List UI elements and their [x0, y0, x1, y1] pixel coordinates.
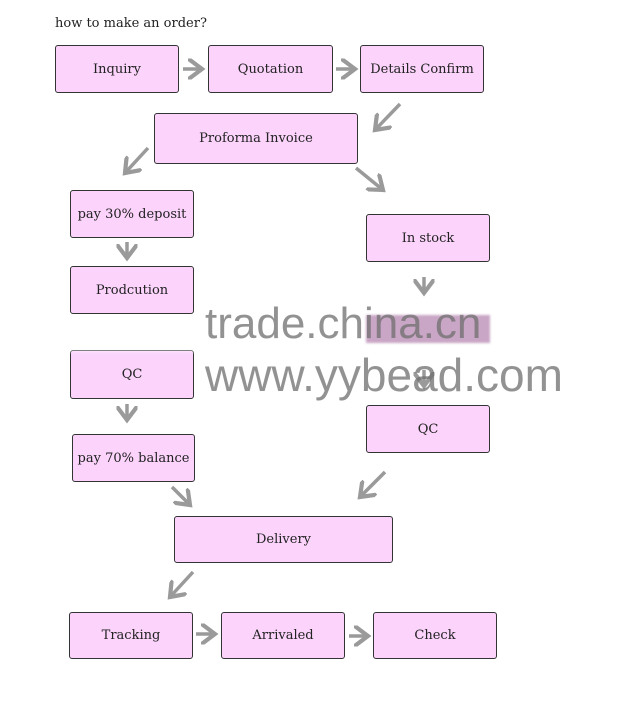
obscuring-band [60, 343, 200, 355]
obscured-step-box [366, 315, 490, 343]
step-in-stock: In stock [366, 214, 490, 262]
watermark-trade-china: trade.china.cn [205, 299, 482, 348]
arrow-proforma-deposit [125, 146, 150, 173]
step-proforma-invoice: Proforma Invoice [154, 113, 358, 164]
arrow-proforma-instock [354, 166, 383, 190]
step-qc-right: QC [366, 405, 490, 453]
arrow-balance-delivery [170, 485, 190, 505]
diagram-title: how to make an order? [55, 16, 207, 31]
step-arrivaled: Arrivaled [221, 612, 345, 659]
step-details-confirm: Details Confirm [360, 45, 484, 93]
watermark-yybead: www.yybead.com [205, 349, 563, 401]
arrow-delivery-tracking [170, 570, 195, 597]
arrow-qc-delivery [360, 470, 387, 497]
step-delivery: Delivery [174, 516, 393, 563]
step-pay-balance: pay 70% balance [72, 434, 195, 482]
step-check: Check [373, 612, 497, 659]
step-tracking: Tracking [69, 612, 193, 659]
step-quotation: Quotation [208, 45, 333, 93]
arrow-details-proforma [375, 102, 402, 130]
step-qc-left: QC [70, 350, 194, 399]
step-inquiry: Inquiry [55, 45, 179, 93]
step-pay-deposit: pay 30% deposit [70, 190, 194, 238]
step-production: Prodcution [70, 266, 194, 314]
